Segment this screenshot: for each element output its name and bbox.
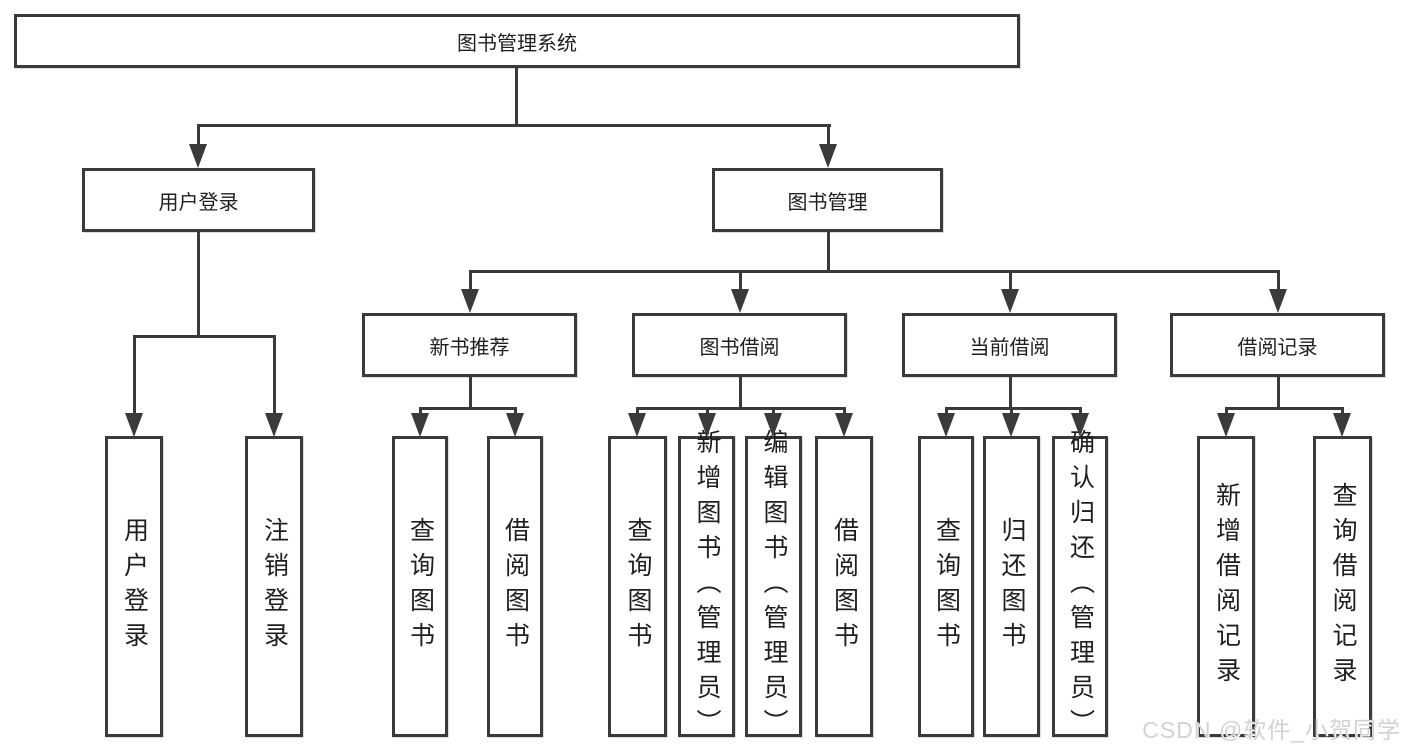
connector-line xyxy=(133,335,136,415)
connector-line xyxy=(1225,407,1343,410)
connector-line xyxy=(197,232,200,337)
leaf-query-books-borrowing: 查询图书 xyxy=(608,436,667,737)
node-current-borrowing: 当前借阅 xyxy=(902,313,1117,377)
connector-line xyxy=(273,335,276,415)
leaf-query-books-recommend: 查询图书 xyxy=(392,436,448,737)
arrow-down-icon xyxy=(937,413,955,437)
arrow-down-icon xyxy=(125,413,143,437)
leaf-label: 新增借阅记录 xyxy=(1212,481,1241,692)
connector-line xyxy=(1277,377,1280,409)
leaf-label: 归还图书 xyxy=(998,516,1026,657)
leaf-label: 借阅图书 xyxy=(501,516,530,657)
node-new-book-recommendation: 新书推荐 xyxy=(362,313,577,377)
connector-line xyxy=(945,407,1081,410)
connector-line xyxy=(1079,407,1082,417)
arrow-down-icon xyxy=(731,289,749,313)
arrow-down-icon xyxy=(1217,413,1235,437)
connector-line xyxy=(945,407,948,417)
connector-line xyxy=(1009,377,1012,409)
node-user-login: 用户登录 xyxy=(82,168,315,232)
arrow-down-icon xyxy=(1333,413,1351,437)
leaf-borrow-books-borrowing: 借阅图书 xyxy=(815,436,873,737)
connector-line xyxy=(419,407,422,417)
connector-line xyxy=(1009,270,1012,292)
leaf-edit-book-admin: 编辑图书（管理员） xyxy=(745,429,802,744)
connector-line xyxy=(419,407,516,410)
leaf-label: 确认归还（管理员） xyxy=(1066,429,1095,744)
leaf-logout: 注销登录 xyxy=(245,436,303,737)
connector-line xyxy=(469,270,1279,273)
leaf-confirm-return-admin: 确认归还（管理员） xyxy=(1052,429,1108,744)
node-library-management-system: 图书管理系统 xyxy=(14,14,1020,68)
leaf-label: 新增图书（管理员） xyxy=(693,429,721,744)
connector-line xyxy=(827,124,830,146)
watermark: CSDN @软件_小贺同学 xyxy=(1142,717,1401,743)
node-label: 图书管理系统 xyxy=(457,32,577,55)
leaf-query-borrow-record: 查询借阅记录 xyxy=(1313,436,1372,737)
connector-line xyxy=(739,377,742,409)
node-label: 新书推荐 xyxy=(429,336,510,359)
leaf-user-login: 用户登录 xyxy=(105,436,163,737)
node-label: 图书管理 xyxy=(787,191,868,214)
connector-line xyxy=(197,124,831,127)
arrow-down-icon xyxy=(698,413,716,437)
connector-line xyxy=(197,124,200,146)
leaf-label: 查询图书 xyxy=(406,516,435,657)
arrow-down-icon xyxy=(764,413,782,437)
connector-line xyxy=(772,407,775,417)
connector-line xyxy=(827,232,830,272)
connector-line xyxy=(514,407,517,417)
arrow-down-icon xyxy=(265,413,283,437)
arrow-down-icon xyxy=(461,289,479,313)
leaf-borrow-books-recommend: 借阅图书 xyxy=(487,436,543,737)
connector-line xyxy=(1341,407,1344,417)
leaf-label: 借阅图书 xyxy=(830,516,859,657)
connector-line xyxy=(1277,270,1280,292)
connector-line xyxy=(1225,407,1228,417)
arrow-down-icon xyxy=(628,413,646,437)
node-label: 用户登录 xyxy=(158,191,239,214)
connector-line xyxy=(515,68,518,126)
connector-line xyxy=(636,407,845,410)
leaf-label: 查询图书 xyxy=(932,516,961,657)
connector-line xyxy=(739,270,742,292)
leaf-label: 注销登录 xyxy=(260,516,289,657)
node-label: 借阅记录 xyxy=(1237,336,1318,359)
arrow-down-icon xyxy=(411,413,429,437)
leaf-label: 编辑图书（管理员） xyxy=(760,429,788,744)
arrow-down-icon xyxy=(1071,413,1089,437)
node-book-management: 图书管理 xyxy=(712,168,943,232)
node-label: 图书借阅 xyxy=(699,336,780,359)
arrow-down-icon xyxy=(1002,413,1020,437)
node-book-borrowing: 图书借阅 xyxy=(632,313,847,377)
connector-line xyxy=(843,407,846,417)
arrow-down-icon xyxy=(1269,289,1287,313)
leaf-label: 查询借阅记录 xyxy=(1329,481,1357,692)
arrow-down-icon xyxy=(506,413,524,437)
node-label: 当前借阅 xyxy=(969,336,1050,359)
arrow-down-icon xyxy=(819,144,837,168)
connector-line xyxy=(469,377,472,409)
leaf-add-borrow-record: 新增借阅记录 xyxy=(1197,436,1255,737)
arrow-down-icon xyxy=(1001,289,1019,313)
connector-line xyxy=(1010,407,1013,417)
leaf-label: 用户登录 xyxy=(120,516,149,657)
node-borrowing-records: 借阅记录 xyxy=(1170,313,1385,377)
arrow-down-icon xyxy=(189,144,207,168)
connector-line xyxy=(469,270,472,292)
connector-line xyxy=(706,407,709,417)
leaf-query-books-current: 查询图书 xyxy=(918,436,974,737)
connector-line xyxy=(133,335,275,338)
leaf-return-book: 归还图书 xyxy=(983,436,1040,737)
arrow-down-icon xyxy=(835,413,853,437)
leaf-label: 查询图书 xyxy=(624,516,652,657)
leaf-add-book-admin: 新增图书（管理员） xyxy=(678,429,735,744)
connector-line xyxy=(636,407,639,417)
